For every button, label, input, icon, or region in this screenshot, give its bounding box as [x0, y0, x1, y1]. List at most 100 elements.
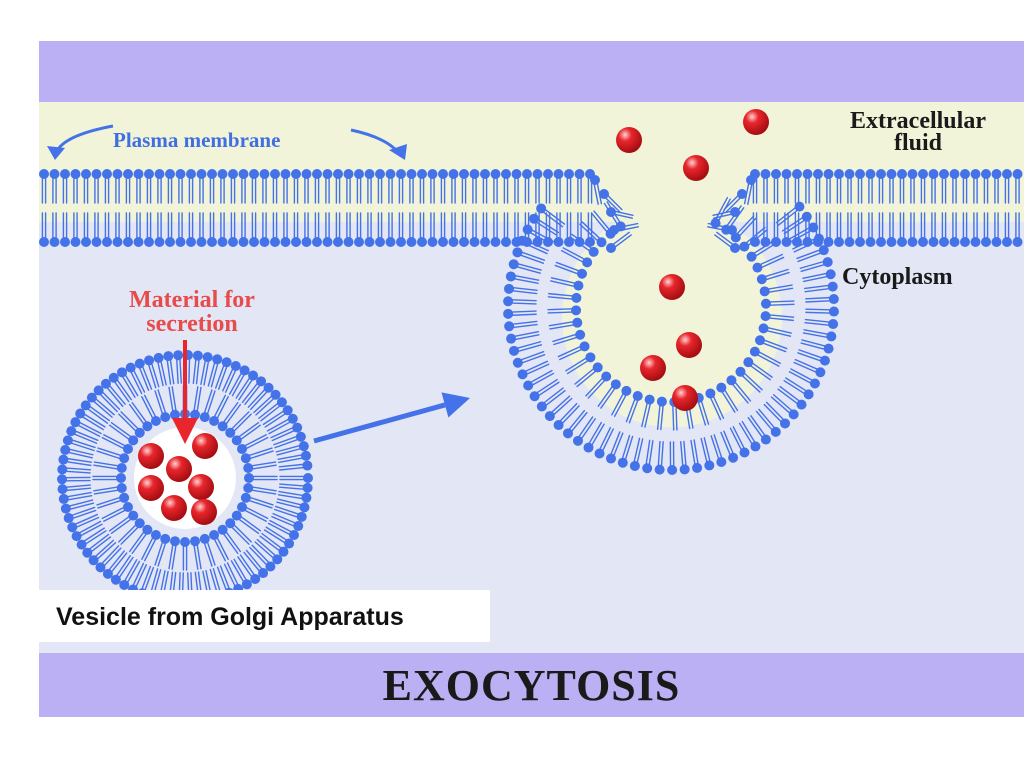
- phospholipid: [108, 372, 132, 403]
- phospholipid: [799, 257, 833, 273]
- phospholipid: [141, 394, 161, 426]
- phospholipid: [844, 169, 855, 204]
- phospholipid: [60, 212, 70, 247]
- extracellular-label-line2: fluid: [893, 130, 943, 156]
- slide-title: EXOCYTOSIS: [382, 660, 681, 710]
- phospholipid: [949, 169, 960, 204]
- phospholipid: [720, 430, 739, 463]
- phospholipid: [154, 212, 165, 247]
- phospholipid: [557, 341, 590, 361]
- phospholipid: [207, 354, 223, 388]
- phospholipid: [459, 212, 469, 247]
- phospholipid: [781, 211, 812, 235]
- phospholipid: [417, 169, 427, 204]
- phospholipid: [532, 169, 543, 204]
- phospholipid: [907, 212, 918, 247]
- phospholipid: [606, 231, 632, 253]
- phospholipid: [243, 461, 277, 473]
- phospholipid: [141, 530, 161, 562]
- phospholipid: [354, 169, 364, 204]
- phospholipid: [180, 537, 190, 571]
- phospholipid: [770, 394, 799, 420]
- phospholipid: [949, 212, 960, 247]
- phospholipid: [760, 311, 795, 322]
- phospholipid: [928, 212, 939, 247]
- phospholipid: [823, 169, 834, 204]
- phospholipid: [747, 415, 771, 445]
- phospholipid: [886, 169, 897, 204]
- secretion-droplet: [659, 274, 685, 300]
- phospholipid: [427, 212, 438, 247]
- phospholipid: [805, 294, 839, 305]
- phospholipid: [501, 169, 511, 204]
- phospholipid: [86, 392, 115, 418]
- phospholipid: [469, 212, 480, 247]
- phospholipid: [396, 212, 406, 247]
- phospholipid: [611, 385, 632, 418]
- phospholipid: [39, 169, 49, 204]
- phospholipid: [190, 536, 202, 570]
- phospholipid: [553, 212, 564, 247]
- phospholipid: [834, 169, 844, 204]
- phospholipid: [800, 339, 834, 354]
- phospholipid: [102, 169, 112, 204]
- phospholipid: [63, 506, 97, 524]
- phospholipid: [301, 169, 312, 204]
- phospholipid: [865, 169, 876, 204]
- phospholipid: [364, 212, 375, 247]
- phospholipid: [123, 169, 133, 204]
- phospholipid: [427, 169, 438, 204]
- phospholipid: [754, 335, 788, 353]
- phospholipid: [133, 212, 144, 247]
- phospholipid: [775, 201, 805, 226]
- phospholipid: [716, 382, 739, 413]
- phospholipid: [280, 169, 291, 204]
- phospholipid: [756, 268, 790, 285]
- phospholipid: [117, 367, 139, 398]
- phospholipid: [273, 505, 307, 522]
- phospholipid: [511, 169, 522, 204]
- phospholipid: [125, 362, 146, 395]
- phospholipid: [625, 390, 643, 424]
- phospholipid: [249, 544, 276, 572]
- phospholipid: [746, 239, 777, 262]
- phospholipid: [237, 434, 269, 454]
- phospholipid: [506, 330, 540, 344]
- arrow-right-icon: [313, 392, 470, 444]
- plasma-membrane-label: Plasma membrane: [113, 128, 281, 152]
- phospholipid: [417, 212, 427, 247]
- phospholipid: [60, 499, 95, 514]
- phospholipid: [235, 370, 259, 401]
- phospholipid: [364, 169, 375, 204]
- phospholipid: [700, 437, 715, 471]
- phospholipid: [777, 385, 807, 410]
- phospholipid: [231, 510, 262, 535]
- phospholipid: [918, 212, 928, 247]
- phospholipid: [503, 308, 537, 319]
- phospholipid: [865, 212, 876, 247]
- phospholipid: [267, 519, 300, 540]
- phospholipid: [749, 346, 782, 367]
- phospholipid: [406, 169, 417, 204]
- phospholipid: [690, 439, 703, 473]
- arrow-down-icon: [172, 340, 198, 444]
- phospholipid: [228, 365, 250, 397]
- phospholipid: [385, 212, 396, 247]
- phospholipid: [70, 169, 81, 204]
- phospholipid: [322, 212, 333, 247]
- phospholipid: [939, 212, 949, 247]
- phospholipid: [270, 422, 303, 442]
- phospholipid: [560, 247, 593, 268]
- phospholipid: [970, 169, 981, 204]
- phospholipid: [231, 421, 262, 446]
- phospholipid: [108, 510, 139, 535]
- phospholipid: [192, 350, 203, 385]
- phospholipid: [333, 169, 343, 204]
- phospholipid: [270, 169, 280, 204]
- phospholipid: [247, 382, 274, 411]
- phospholipid: [706, 222, 737, 235]
- secretion-droplet: [192, 433, 218, 459]
- phospholipid: [301, 212, 312, 247]
- phospholipid: [134, 358, 153, 391]
- phospholipid: [91, 212, 102, 247]
